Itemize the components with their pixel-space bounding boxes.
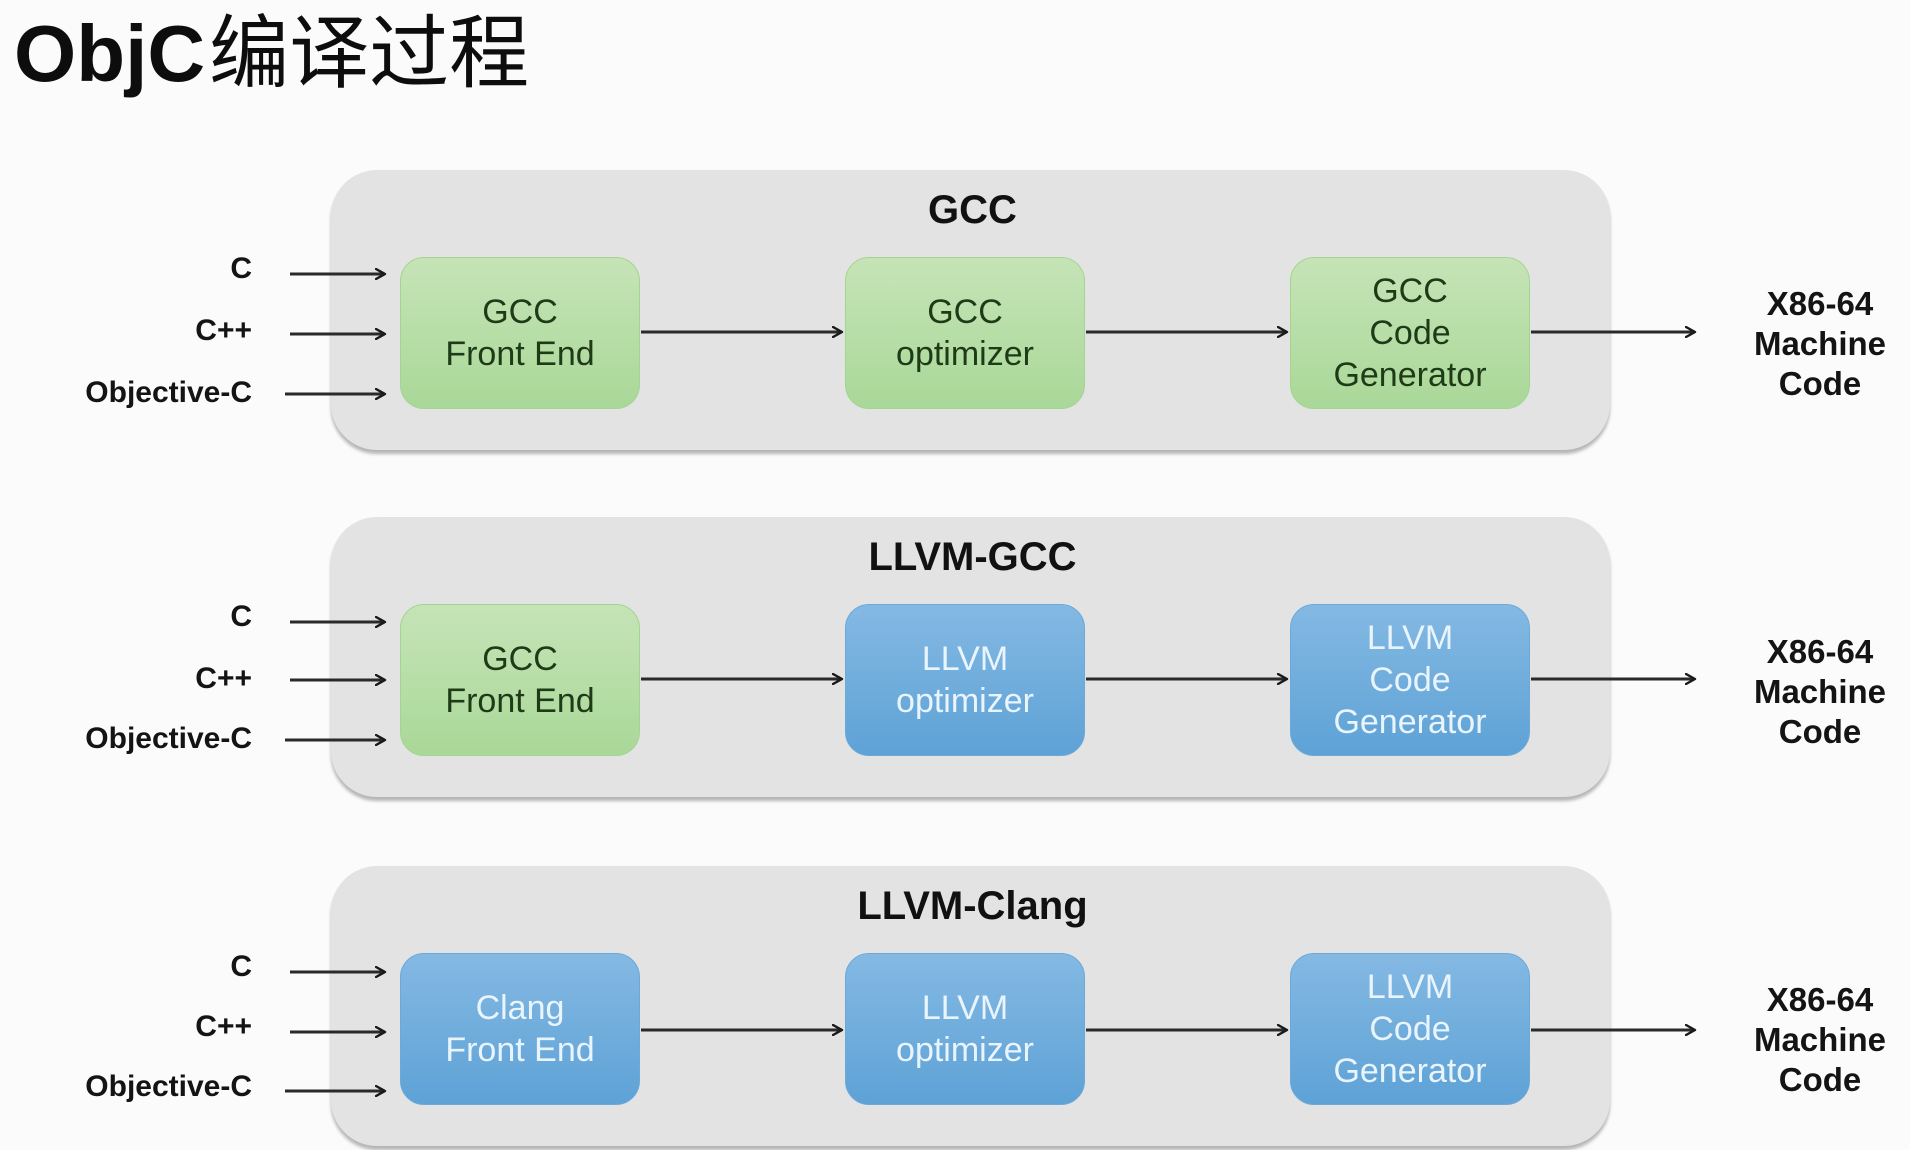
stage-label: GCC Front End <box>445 293 595 373</box>
stage-label: GCC optimizer <box>896 293 1034 373</box>
output-label: X86-64 Machine Code <box>1753 633 1887 750</box>
output-label: X86-64 Machine Code <box>1753 981 1887 1098</box>
page-title-cjk: 编译过程 <box>209 7 530 100</box>
stage-optimizer: LLVM optimizer <box>845 953 1085 1105</box>
pipeline-panel-llvm-gcc: LLVM-GCC GCC Front End LLVM optimizer LL… <box>331 517 1610 797</box>
output-label: X86-64 Machine Code <box>1753 285 1887 402</box>
stage-optimizer: GCC optimizer <box>845 257 1085 409</box>
pipeline-panel-llvm-clang: LLVM-Clang Clang Front End LLVM optimize… <box>331 866 1610 1146</box>
input-label-cpp: C++ <box>195 1010 252 1043</box>
pipeline-title: LLVM-GCC <box>868 535 1077 579</box>
stage-label: GCC Front End <box>445 640 595 720</box>
input-label-c: C <box>230 600 252 633</box>
pipeline-title: GCC <box>928 188 1017 232</box>
input-label-c: C <box>230 950 252 983</box>
stage-label: LLVM optimizer <box>896 989 1034 1069</box>
input-label-objc: Objective-C <box>85 1070 252 1103</box>
stage-front-end: GCC Front End <box>400 257 640 409</box>
input-label-objc: Objective-C <box>85 376 252 409</box>
input-label-cpp: C++ <box>195 314 252 347</box>
page-title: ObjC编译过程 <box>14 4 529 104</box>
pipeline-panel-gcc: GCC GCC Front End GCC optimizer GCC Code… <box>331 170 1610 450</box>
stage-front-end: Clang Front End <box>400 953 640 1105</box>
stage-code-generator: GCC Code Generator <box>1290 257 1530 409</box>
stage-label: LLVM optimizer <box>896 640 1034 720</box>
stage-label: GCC Code Generator <box>1333 272 1487 394</box>
input-label-cpp: C++ <box>195 662 252 695</box>
stage-code-generator: LLVM Code Generator <box>1290 604 1530 756</box>
stage-label: Clang Front End <box>445 989 595 1069</box>
stage-label: LLVM Code Generator <box>1333 968 1487 1090</box>
page-title-latin: ObjC <box>14 9 206 98</box>
stage-front-end: GCC Front End <box>400 604 640 756</box>
pipeline-title: LLVM-Clang <box>857 884 1088 928</box>
stage-label: LLVM Code Generator <box>1333 619 1487 741</box>
stage-code-generator: LLVM Code Generator <box>1290 953 1530 1105</box>
input-label-c: C <box>230 252 252 285</box>
stage-optimizer: LLVM optimizer <box>845 604 1085 756</box>
input-label-objc: Objective-C <box>85 722 252 755</box>
